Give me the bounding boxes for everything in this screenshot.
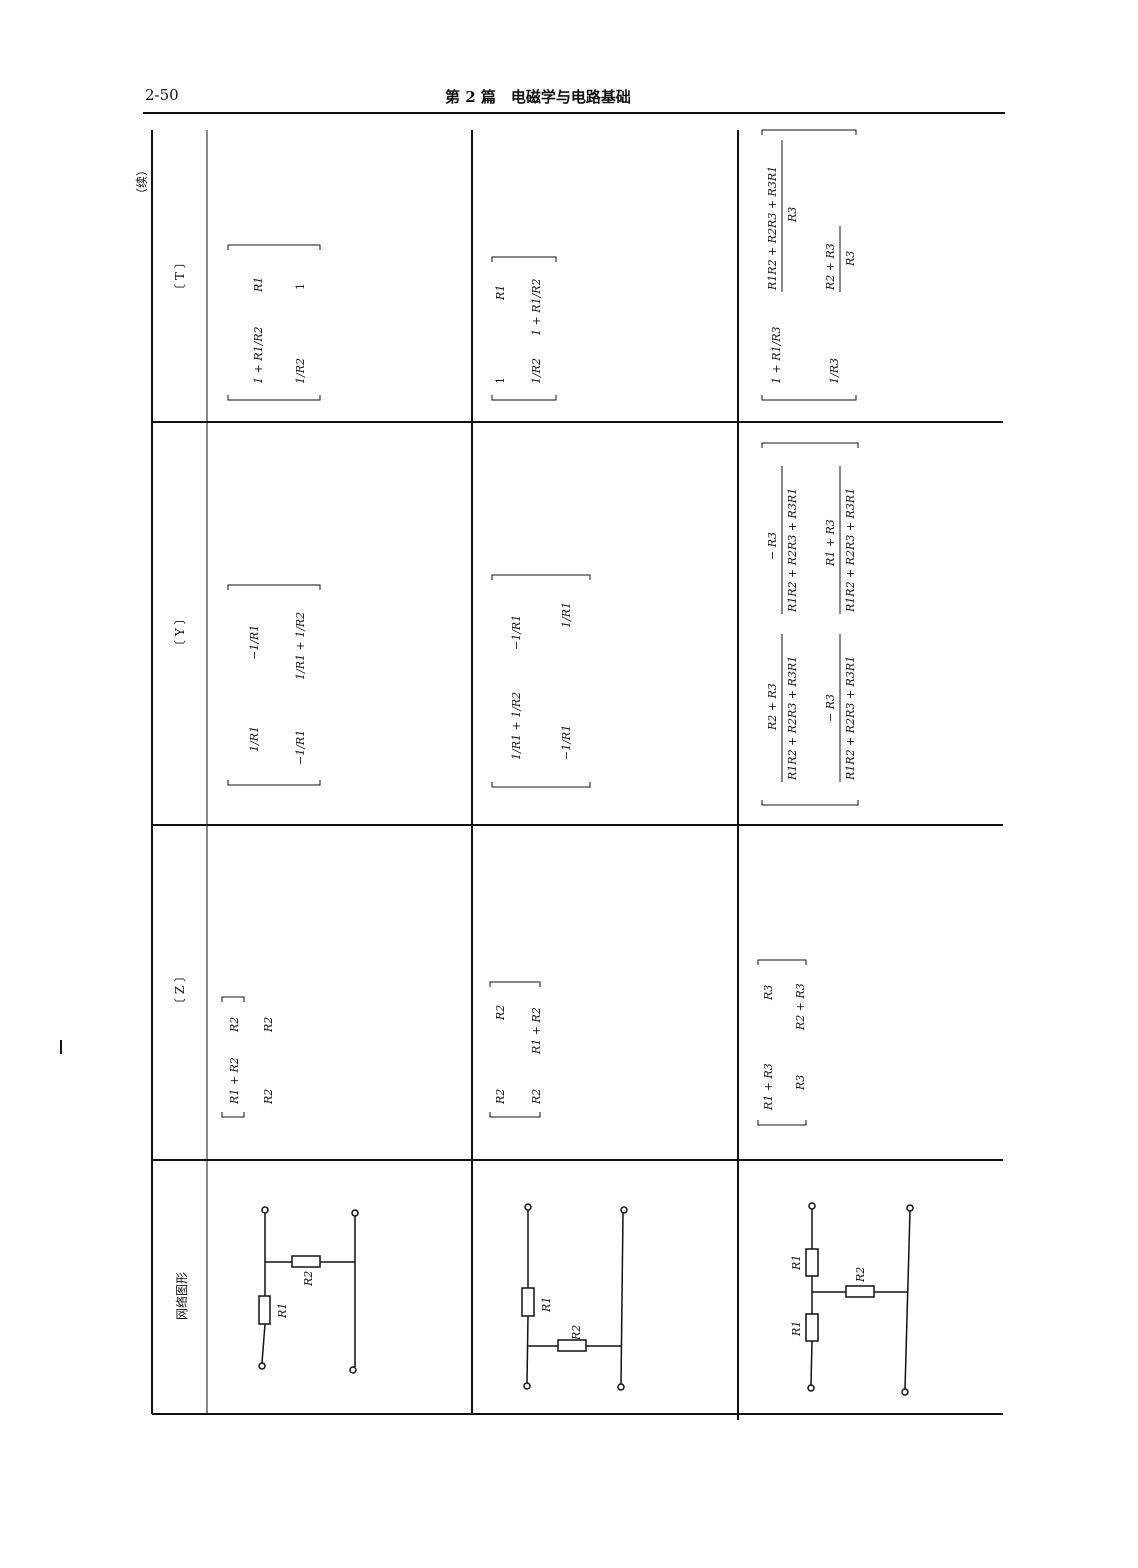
row1-t-m11: 1 + R1/R2 [252, 327, 265, 384]
row3-y-m12-den: R1R2 + R2R3 + R3R1 [786, 488, 799, 613]
row2-label-r2: R2 [570, 1325, 583, 1341]
row2-y-m12: −1/R1 [510, 615, 523, 650]
col-header-network: 网络图形 [174, 1272, 189, 1320]
row1-label-r1: R1 [276, 1303, 289, 1319]
row1-z-m21: R2 [262, 1089, 275, 1105]
row2-resistor-r1 [521, 1287, 535, 1317]
chapter-title: 第 2 篇 电磁学与电路基础 [445, 88, 631, 106]
row1-label-r2: R2 [302, 1271, 315, 1287]
row3-z-matrix: R1 + R3 R3 R3 R2 + R3 [757, 959, 807, 1126]
row1-z-m11: R1 + R2 [228, 1057, 241, 1105]
row3-y-m11-den: R1R2 + R2R3 + R3R1 [786, 656, 799, 781]
row3-resistor-r2 [845, 1285, 875, 1298]
row1-z-matrix: R1 + R2 R2 R2 R2 [221, 996, 275, 1118]
row3-label-r2: R2 [854, 1267, 867, 1283]
row1-y-m22: 1/R1 + 1/R2 [294, 612, 307, 680]
row1-network-figure [258, 1206, 359, 1374]
row3-t-m22-den: R3 [844, 251, 857, 267]
table-grid [151, 130, 1003, 1420]
row2-t-m12: R1 [494, 285, 507, 301]
row2-z-matrix: R2 R2 R2 R1 + R2 [489, 981, 543, 1118]
row2-z-m22: R1 + R2 [530, 1007, 543, 1055]
row1-y-m11: 1/R1 [248, 726, 261, 752]
margin-mark [60, 1040, 62, 1054]
row1-t-matrix: 1 + R1/R2 R1 1/R2 1 [227, 244, 321, 401]
row2-z-m12: R2 [494, 1005, 507, 1021]
row1-t-m22: 1 [294, 283, 307, 290]
row2-z-m21: R2 [530, 1089, 543, 1105]
row3-t-m22-num: R2 + R3 [824, 243, 837, 291]
row3-t-m21: 1/R3 [828, 358, 841, 384]
row2-t-m11: 1 [494, 377, 507, 384]
header-rule [143, 112, 1005, 114]
row1-resistor-r1 [258, 1295, 271, 1325]
row2-y-m22: 1/R1 [560, 602, 573, 628]
row1-y-m12: −1/R1 [248, 625, 261, 660]
row1-resistor-r2 [291, 1255, 321, 1268]
row2-resistor-r2 [557, 1339, 587, 1352]
row1-y-m21: −1/R1 [294, 730, 307, 765]
col-header-t: 〔 T 〕 [173, 256, 187, 296]
row3-t-m12-den: R3 [786, 207, 799, 223]
row1-y-matrix: 1/R1 −1/R1 −1/R1 1/R1 + 1/R2 [227, 584, 321, 786]
row3-t-m11: 1 + R1/R3 [770, 327, 783, 384]
continued-label: （续） [135, 164, 149, 200]
row3-y-m22-den: R1R2 + R2R3 + R3R1 [844, 488, 857, 613]
row3-t-m12-num: R1R2 + R2R3 + R3R1 [766, 166, 779, 291]
row3-y-m21-den: R1R2 + R2R3 + R3R1 [844, 656, 857, 781]
row2-t-m21: 1/R2 [530, 358, 543, 384]
row3-t-matrix: 1 + R1/R3 R1R2 + R2R3 + R3R1 R3 1/R3 R2 … [761, 129, 857, 401]
row3-y-m21-num: − R3 [824, 694, 837, 722]
row3-z-m12: R3 [762, 985, 775, 1001]
row2-z-m11: R2 [494, 1089, 507, 1105]
col-header-z: 〔 Z 〕 [173, 970, 187, 1010]
row3-z-m11: R1 + R3 [762, 1063, 775, 1111]
row3-resistor-r1-bottom [805, 1313, 819, 1342]
row2-t-matrix: 1 R1 1/R2 1 + R1/R2 [491, 256, 557, 401]
row1-t-m12: R1 [252, 277, 265, 293]
row2-y-matrix: 1/R1 + 1/R2 −1/R1 −1/R1 1/R1 [491, 574, 591, 788]
row3-z-m22: R2 + R3 [794, 983, 807, 1031]
row3-network-figure [805, 1202, 914, 1396]
row2-t-m22: 1 + R1/R2 [530, 279, 543, 336]
row3-y-m12-num: − R3 [766, 532, 779, 560]
col-header-y: 〔 Y 〕 [173, 612, 187, 652]
row2-network-figure [521, 1203, 628, 1391]
row3-y-m22-num: R1 + R3 [824, 519, 837, 567]
row3-label-r1-bottom: R1 [790, 1321, 803, 1337]
page-number: 2-50 [145, 86, 179, 104]
row2-label-r1: R1 [540, 1297, 553, 1313]
row2-y-m11: 1/R1 + 1/R2 [510, 692, 523, 760]
row1-t-m21: 1/R2 [294, 358, 307, 384]
row3-y-matrix: R2 + R3 R1R2 + R2R3 + R3R1 − R3 R1R2 + R… [761, 442, 859, 806]
row3-y-m11-num: R2 + R3 [766, 683, 779, 731]
row2-y-m21: −1/R1 [560, 725, 573, 760]
row3-label-r1-top: R1 [790, 1255, 803, 1271]
row3-resistor-r1-top [805, 1248, 819, 1277]
row1-z-m12: R2 [228, 1017, 241, 1033]
row3-z-m21: R3 [794, 1075, 807, 1091]
row1-z-m22: R2 [262, 1017, 275, 1033]
